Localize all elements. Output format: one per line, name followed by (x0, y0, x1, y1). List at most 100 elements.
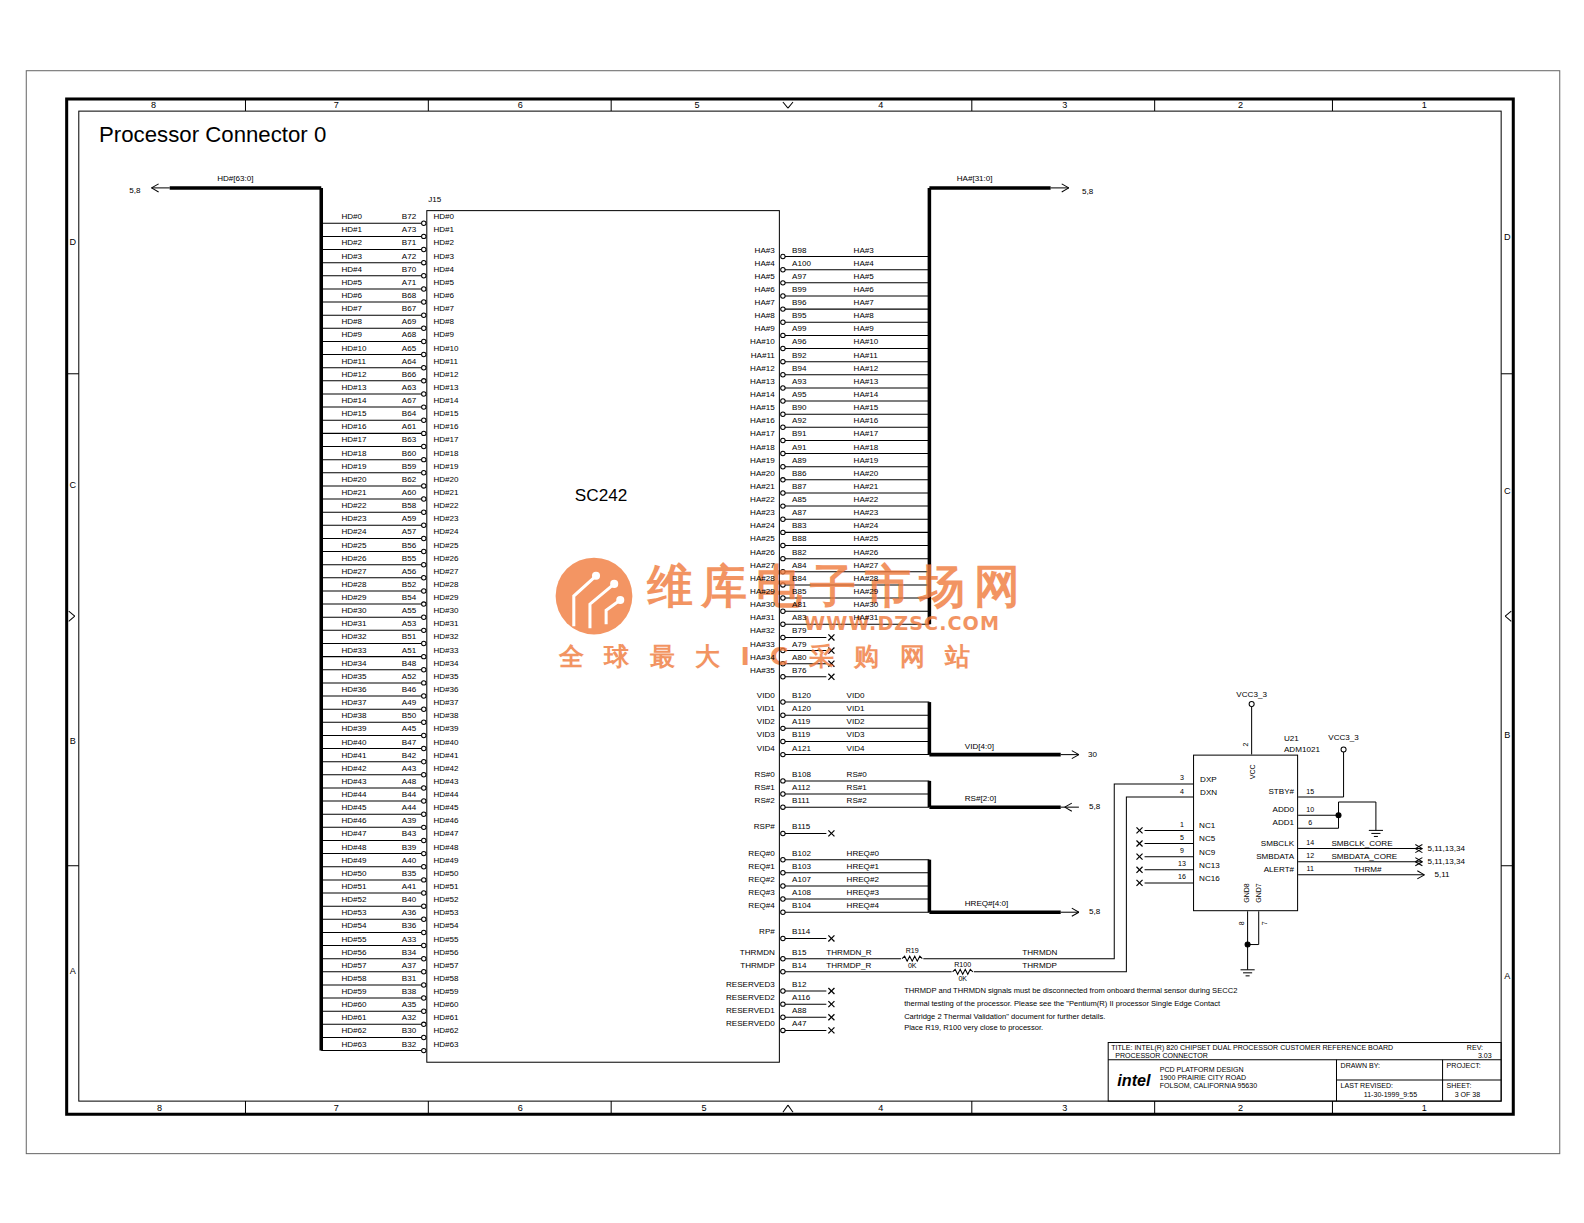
wire (321, 288, 421, 289)
no-connect-mark (828, 648, 834, 654)
pin-terminal (781, 1015, 785, 1019)
wire (785, 532, 929, 533)
wire (1145, 856, 1193, 857)
pin-terminal (781, 739, 785, 743)
net-label: HD#49 (341, 857, 366, 865)
wire (785, 401, 929, 402)
pin-name: ADD0 (1273, 806, 1295, 814)
pin-number: 3 (1180, 774, 1184, 781)
pin-number: B96 (792, 299, 806, 307)
zone-tick (1154, 1101, 1155, 1114)
net-label: THRMDN (1022, 949, 1057, 957)
no-connect-mark (828, 634, 834, 640)
pin-name: HA#35 (750, 667, 775, 675)
pin-number: B104 (792, 902, 811, 910)
zone-tick (67, 373, 79, 374)
pin-terminal (781, 648, 785, 652)
ground-symbol (1243, 972, 1252, 973)
pin-terminal (781, 1002, 785, 1006)
pin-number: A48 (402, 778, 416, 786)
pin-number: B52 (402, 581, 416, 589)
wire (785, 453, 929, 454)
arrow-head (1415, 862, 1422, 866)
wire (321, 380, 421, 381)
net-label: HD#16 (341, 423, 366, 431)
wire (321, 656, 421, 657)
net-label: HD#46 (341, 817, 366, 825)
pin-name: HA#3 (755, 246, 775, 254)
arrow-head (1415, 849, 1422, 853)
bus-line (929, 753, 1060, 757)
pin-name: HD#18 (433, 450, 458, 458)
net-label: THRMDP_R (826, 962, 871, 970)
pin-name: HD#33 (433, 647, 458, 655)
pin-number: B114 (792, 928, 810, 936)
pin-terminal (781, 478, 785, 482)
pin-name: THRMDP (740, 962, 775, 970)
wire (785, 374, 929, 375)
net-label: HA#23 (854, 509, 879, 517)
pin-name: HA#10 (750, 338, 775, 346)
pin-number: B94 (792, 365, 806, 373)
part-name: SC242 (575, 486, 628, 503)
net-label: HD#33 (341, 647, 366, 655)
wire (321, 774, 421, 775)
wire (1145, 869, 1193, 870)
wire (321, 643, 421, 644)
net-label: HD#37 (341, 699, 366, 707)
pin-number: 4 (1180, 787, 1184, 794)
net-label: HD#26 (341, 555, 366, 563)
arrow-head (1415, 858, 1422, 862)
no-connect-mark (828, 935, 834, 941)
bus-line (929, 910, 1060, 914)
zone-marker: B (70, 737, 76, 746)
wire (785, 663, 826, 664)
pin-name: HA#4 (755, 260, 775, 268)
pin-terminal (781, 970, 785, 974)
wire (321, 761, 421, 762)
net-label: HA#12 (854, 365, 879, 373)
center-mark (783, 102, 788, 108)
no-connect-mark (1136, 867, 1142, 873)
pin-name: HD#7 (433, 305, 454, 313)
pin-number: B102 (792, 850, 811, 858)
net-label: HD#23 (341, 515, 366, 523)
net-label: HD#51 (341, 883, 366, 891)
no-connect-mark (1136, 827, 1142, 833)
pin-name: HD#36 (433, 686, 458, 694)
pin-terminal (781, 596, 785, 600)
pin-name: HD#20 (433, 476, 458, 484)
pin-number: A63 (402, 384, 416, 392)
pin-terminal (781, 661, 785, 665)
net-label: HD#2 (341, 239, 362, 247)
watermark-logo (592, 572, 600, 580)
center-mark (69, 611, 75, 616)
pin-terminal (781, 884, 785, 888)
pin-number: A40 (402, 857, 416, 865)
pin-name: RP# (759, 928, 775, 936)
pin-name: VID2 (757, 718, 775, 726)
pin-number: B98 (792, 246, 806, 254)
pin-terminal (781, 936, 785, 940)
pin-number: B36 (402, 922, 416, 930)
wire (321, 485, 421, 486)
pin-name: HA#28 (750, 575, 775, 583)
pin-number: A35 (402, 1001, 416, 1009)
pin-name: HD#57 (433, 962, 458, 970)
pin-terminal (781, 779, 785, 783)
pin-name: HD#37 (433, 699, 458, 707)
net-label: HA#24 (854, 522, 879, 530)
net-label: HD#56 (341, 949, 366, 957)
wire (1145, 843, 1193, 844)
pin-name: HA#14 (750, 391, 775, 399)
pin-number: 10 (1306, 806, 1314, 813)
pin-number: A65 (402, 344, 416, 352)
pin-name: VID4 (757, 745, 775, 753)
note-text: Place R19, R100 very close to processor. (904, 1024, 1043, 1032)
net-label: HD#36 (341, 686, 366, 694)
bus-line (170, 186, 322, 190)
net-label: VID2 (847, 718, 865, 726)
net-label: SMBDATA_CORE (1331, 853, 1397, 861)
wire (785, 859, 929, 860)
